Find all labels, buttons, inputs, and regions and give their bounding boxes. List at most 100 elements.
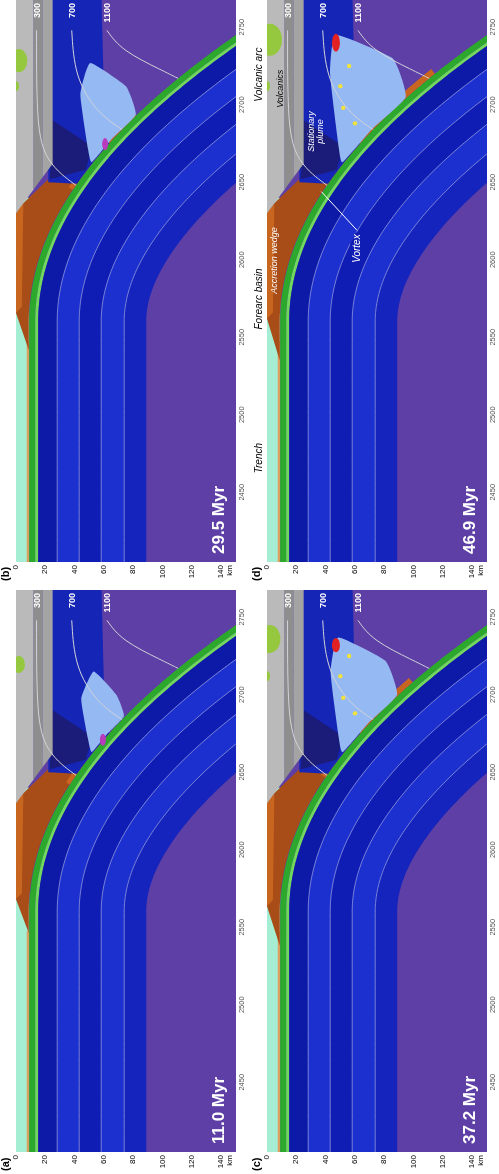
distance-tick: 2700: [489, 686, 497, 703]
annotation: Stationary plume: [307, 105, 327, 157]
annotation: Volcanics: [276, 70, 285, 108]
distance-tick: 2500: [489, 406, 497, 423]
isotherm-label: 700: [318, 3, 327, 18]
sediment-layer: [27, 341, 30, 562]
slab-isotherm: [101, 14, 236, 562]
slab-isotherm: [79, 590, 236, 1152]
melt-speck: [338, 674, 342, 678]
isotherm-label: 300: [283, 3, 292, 18]
slab-isotherm: [330, 0, 487, 562]
sediment-layer: [278, 931, 281, 1152]
distance-tick: 2500: [489, 996, 497, 1013]
isotherm: [37, 30, 76, 185]
melt-patch: [100, 734, 106, 746]
continental-crust: [34, 590, 43, 779]
time-label: 37.2 Myr: [461, 1076, 478, 1144]
time-label: 11.0 Myr: [210, 1077, 227, 1144]
line-layer: [37, 0, 499, 1174]
depth-tick: 140: [217, 1155, 225, 1168]
wedge-top: [267, 794, 274, 906]
slab-isotherm: [352, 604, 487, 1152]
isotherm: [323, 30, 373, 129]
distance-tick: 2600: [489, 251, 497, 268]
leader-line: [321, 192, 357, 231]
distance-tick: 2600: [238, 841, 246, 858]
slab-isotherm: [57, 590, 236, 1152]
wedge-top: [16, 794, 23, 899]
volcanics: [267, 625, 280, 653]
slab-isotherm: [79, 0, 236, 562]
distance-tick: 2700: [238, 96, 246, 113]
distance-tick: 2450: [489, 1074, 497, 1091]
depth-tick: 120: [439, 1155, 447, 1168]
continental-crust: [16, 590, 34, 803]
continental-crust: [42, 0, 52, 178]
annotation: Accretion wedge: [270, 227, 279, 294]
axis-unit: km: [226, 565, 234, 576]
plume: [330, 35, 406, 162]
distance-tick: 2550: [489, 329, 497, 346]
axis-unit: km: [226, 1155, 234, 1166]
distance-tick: 2550: [238, 919, 246, 936]
distance-tick: 2650: [238, 764, 246, 781]
isotherm: [288, 30, 327, 185]
isotherm-label: 300: [283, 593, 292, 608]
leader-layer: [321, 192, 357, 231]
depth-tick: 140: [468, 565, 476, 578]
continental-crust: [34, 0, 43, 189]
plume: [81, 671, 124, 752]
distance-tick: 2700: [238, 686, 246, 703]
melt-speck: [341, 696, 345, 700]
annotation: Vortex: [352, 234, 362, 263]
isotherm-label: 700: [67, 593, 76, 608]
distance-tick: 2450: [238, 484, 246, 501]
continental-crust: [293, 0, 303, 178]
isotherm-label: 1100: [102, 3, 111, 23]
depth-tick: 80: [129, 1155, 137, 1164]
depth-tick: 100: [410, 1155, 418, 1168]
volcanics: [267, 81, 270, 91]
depth-tick: 120: [439, 565, 447, 578]
distance-tick: 2750: [238, 19, 246, 36]
slab-isotherm: [375, 34, 487, 562]
slab-isotherm: [352, 14, 487, 562]
depth-tick: 40: [71, 565, 79, 574]
isotherm: [72, 30, 122, 129]
isotherm: [288, 620, 327, 775]
continental-crust: [16, 0, 34, 213]
distance-tick: 2750: [238, 609, 246, 626]
isotherm: [358, 30, 429, 78]
volcanics: [267, 24, 282, 56]
volcanics: [16, 656, 25, 673]
depth-tick: 120: [188, 1155, 196, 1168]
depth-tick: 140: [468, 1155, 476, 1168]
isotherm-label: 700: [67, 3, 76, 18]
depth-tick: 60: [351, 565, 359, 574]
isotherm: [107, 620, 178, 668]
continental-crust: [285, 0, 294, 189]
fill-layer: [11, 0, 499, 1174]
continental-crust: [42, 590, 52, 768]
distance-tick: 2600: [238, 251, 246, 268]
slab-isotherm: [375, 624, 487, 1152]
isotherm: [358, 620, 429, 668]
slab-layer: [101, 604, 236, 1152]
slab-isotherm: [308, 0, 487, 562]
depth-tick: 80: [380, 1155, 388, 1164]
melt-patch: [332, 34, 340, 52]
depth-tick: 60: [351, 1155, 359, 1164]
distance-tick: 2650: [489, 764, 497, 781]
accretion-wedge: [16, 175, 83, 350]
time-label: 29.5 Myr: [210, 486, 227, 554]
axis-unit: km: [477, 1155, 485, 1166]
slab-isotherm: [124, 34, 236, 562]
time-label: 46.9 Myr: [461, 486, 478, 554]
axis-unit: km: [477, 565, 485, 576]
distance-tick: 2700: [489, 96, 497, 113]
continental-crust: [267, 590, 285, 803]
annotation: Volcanic arc: [254, 48, 264, 102]
depth-tick: 20: [41, 1155, 49, 1164]
distance-tick: 2500: [238, 996, 246, 1013]
sediment-layer: [27, 931, 30, 1152]
